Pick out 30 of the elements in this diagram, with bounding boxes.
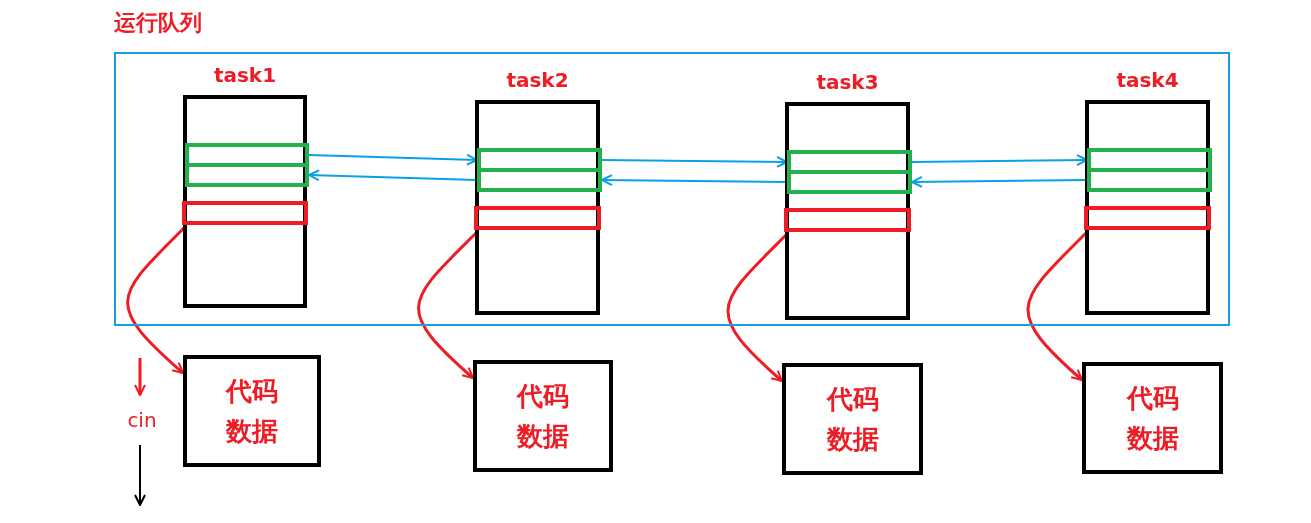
direction-arrow: [134, 358, 146, 396]
arrow: [601, 174, 788, 187]
arrow: [601, 155, 788, 168]
direction-arrow: [134, 444, 146, 506]
arrow: [308, 153, 478, 166]
memory-pointer-slot: [182, 201, 308, 225]
memory-label: 数据: [1126, 425, 1179, 451]
queue-title: 运行队列: [114, 9, 202, 37]
arrow: [911, 154, 1088, 167]
memory-label: 代码: [226, 378, 278, 404]
memory-label: 数据: [826, 426, 879, 452]
stream-label: cin: [122, 405, 162, 435]
code-data-box: [782, 363, 923, 475]
memory-label: 代码: [1126, 385, 1179, 411]
arrow: [911, 175, 1088, 188]
code-data-box: [473, 360, 613, 472]
memory-label: 数据: [517, 423, 569, 449]
arrow: [308, 169, 478, 182]
memory-label: 代码: [826, 386, 879, 412]
task-label: task2: [505, 68, 570, 92]
memory-pointer-slot: [474, 206, 601, 230]
code-data-box: [1082, 362, 1223, 474]
task-label: task4: [1115, 68, 1180, 92]
memory-label: 数据: [226, 418, 278, 444]
memory-pointer-slot: [784, 208, 911, 232]
task-label: task3: [815, 70, 880, 94]
memory-pointer-slot: [1084, 206, 1211, 230]
task-label: task1: [212, 63, 278, 87]
code-data-box: [183, 355, 321, 467]
memory-label: 代码: [517, 383, 569, 409]
